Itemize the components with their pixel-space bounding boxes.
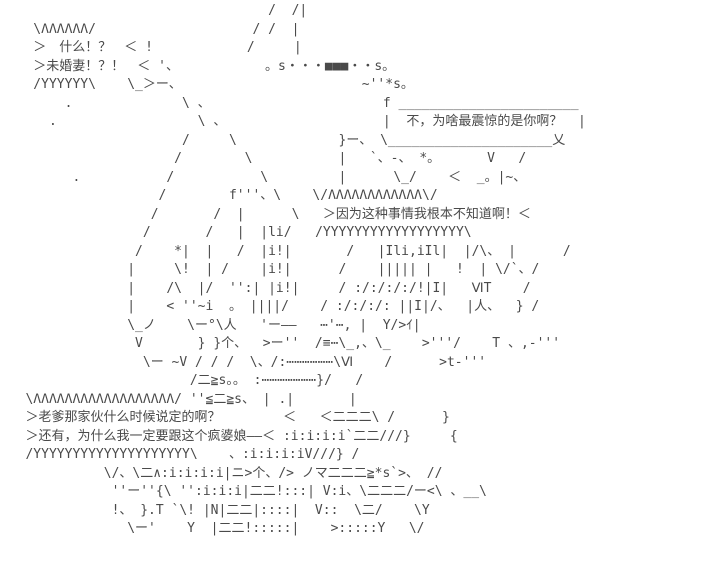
ascii-art-scene: / /| \ΛΛΛΛΛΛ/ / / | ＞ 什么！？ ＜ ! / | ＞未婚妻！…	[25, 3, 586, 536]
